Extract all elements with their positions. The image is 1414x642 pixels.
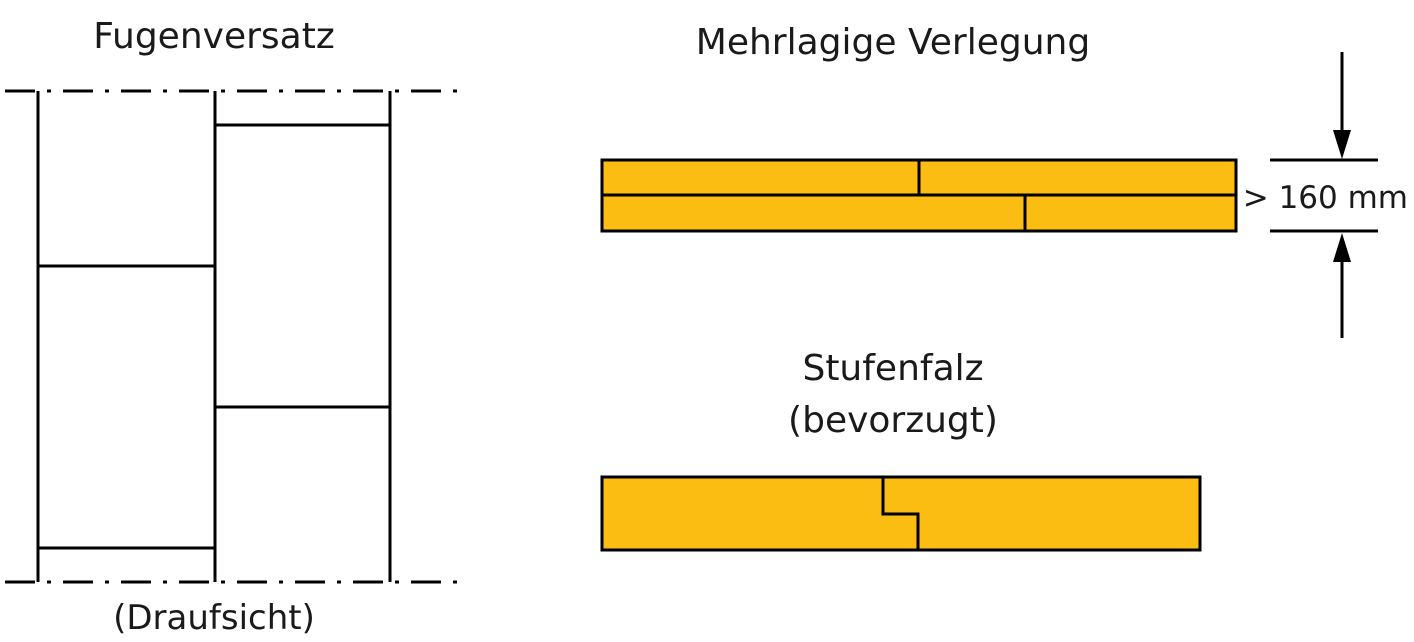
label-dimension: > 160 mm — [1243, 180, 1408, 216]
label-mehrlagig: Mehrlagige Verlegung — [696, 22, 1090, 63]
bottom-layer-plank — [600, 193, 1238, 233]
dimension-annotation — [1270, 52, 1378, 338]
stufenfalz-joint — [881, 477, 920, 550]
stufenfalz-drawing — [600, 475, 1202, 552]
arrow-down-icon — [1333, 130, 1351, 159]
label-fugenversatz: Fugenversatz — [93, 16, 334, 57]
label-stufenfalz: Stufenfalz — [802, 348, 983, 389]
mehrlagig-drawing — [600, 158, 1238, 233]
fugenversatz-drawing — [5, 89, 468, 584]
label-draufsicht: (Draufsicht) — [113, 598, 315, 638]
arrow-up-icon — [1333, 233, 1351, 262]
label-bevorzugt: (bevorzugt) — [788, 400, 998, 441]
